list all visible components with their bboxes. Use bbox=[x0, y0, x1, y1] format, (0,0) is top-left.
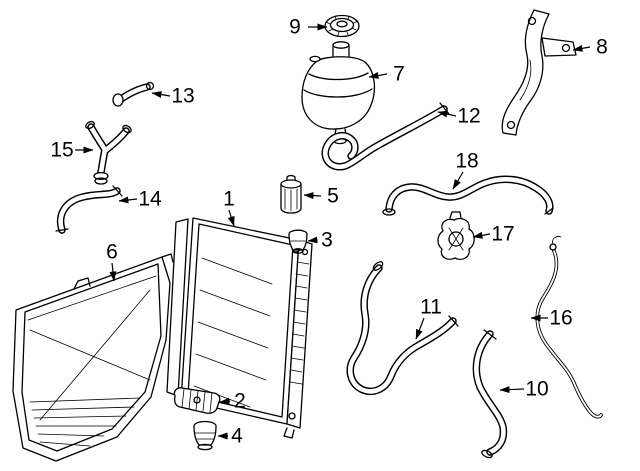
callout-17-arrow bbox=[472, 231, 491, 239]
hose11-drawing bbox=[346, 261, 459, 396]
radiator-drawing bbox=[166, 217, 313, 439]
bushing3-drawing bbox=[288, 229, 308, 254]
callout-10[interactable]: 10 bbox=[525, 377, 549, 401]
callout-3[interactable]: 3 bbox=[321, 228, 333, 252]
pipe-fitting-drawing bbox=[112, 81, 155, 107]
callout-12-arrow bbox=[437, 110, 457, 118]
callout-14-arrow bbox=[118, 196, 138, 204]
callout-9[interactable]: 9 bbox=[289, 15, 301, 39]
reservoir-cap-drawing bbox=[324, 14, 360, 38]
hose14-drawing bbox=[55, 185, 123, 234]
thermostat-drawing bbox=[437, 211, 475, 261]
callout-8[interactable]: 8 bbox=[596, 35, 608, 59]
hose10-drawing bbox=[472, 329, 508, 459]
callout-3-arrow bbox=[307, 236, 318, 244]
callout-14[interactable]: 14 bbox=[138, 187, 162, 211]
callout-1-arrow bbox=[227, 209, 235, 227]
fan-shroud-drawing bbox=[12, 253, 174, 462]
callout-18-arrow bbox=[452, 171, 464, 190]
y-connector-drawing bbox=[85, 120, 132, 185]
callout-18[interactable]: 18 bbox=[455, 149, 479, 173]
callout-11[interactable]: 11 bbox=[420, 295, 442, 319]
callout-1[interactable]: 1 bbox=[223, 187, 235, 211]
coolant-reservoir-drawing bbox=[301, 41, 376, 145]
callout-7-arrow bbox=[368, 71, 388, 79]
callout-16[interactable]: 16 bbox=[549, 306, 573, 330]
bracket2-drawing bbox=[173, 387, 221, 414]
fitting5-drawing bbox=[280, 174, 302, 214]
callout-5-arrow bbox=[303, 192, 322, 200]
callout-17[interactable]: 17 bbox=[491, 222, 515, 246]
callout-5[interactable]: 5 bbox=[327, 184, 339, 208]
callout-4[interactable]: 4 bbox=[231, 424, 243, 448]
hose18-drawing bbox=[382, 175, 554, 216]
callout-8-arrow bbox=[572, 44, 591, 52]
callout-6-arrow bbox=[109, 262, 117, 282]
callout-6[interactable]: 6 bbox=[106, 240, 118, 264]
callout-11-arrow bbox=[415, 317, 425, 340]
callout-13-arrow bbox=[151, 91, 171, 99]
callout-arrows bbox=[75, 23, 591, 440]
callout-7[interactable]: 7 bbox=[393, 62, 405, 86]
callout-10-arrow bbox=[499, 386, 525, 394]
callout-15[interactable]: 15 bbox=[50, 138, 74, 162]
mounting-bracket-drawing bbox=[501, 9, 577, 136]
callout-2[interactable]: 2 bbox=[234, 389, 246, 413]
callout-2-arrow bbox=[219, 397, 231, 405]
callout-13[interactable]: 13 bbox=[171, 84, 195, 108]
mount4-drawing bbox=[193, 420, 217, 451]
hose16-drawing bbox=[535, 236, 603, 419]
callout-12[interactable]: 12 bbox=[457, 104, 481, 128]
